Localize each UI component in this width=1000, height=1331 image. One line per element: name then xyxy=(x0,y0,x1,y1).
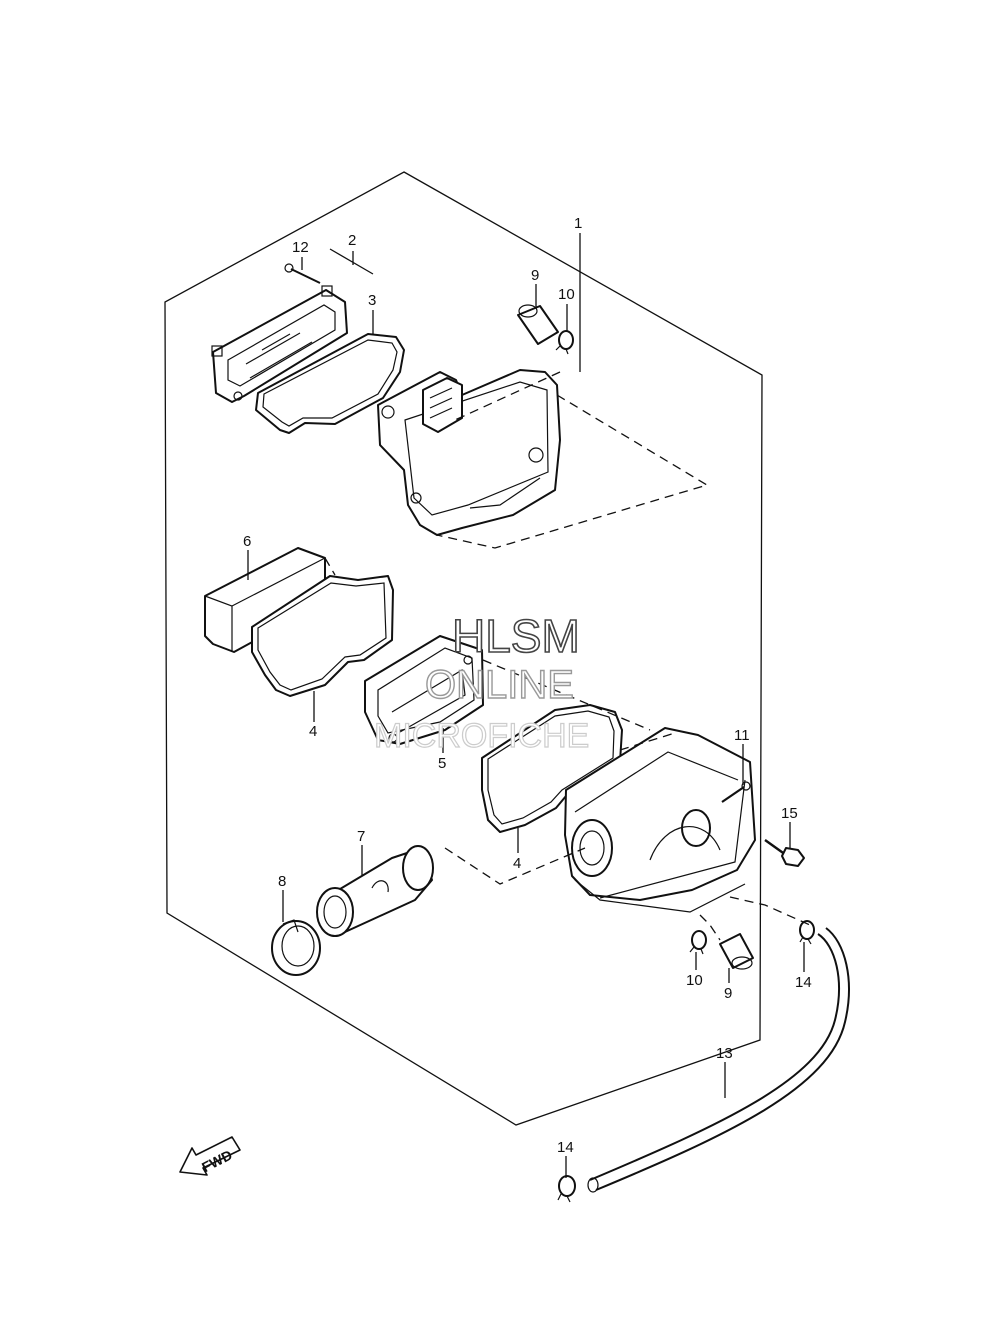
callout-10-lower: 10 xyxy=(686,972,703,989)
watermark: HLSM ONLINE MICROFICHE xyxy=(373,609,590,755)
callout-14-upper: 14 xyxy=(795,974,812,991)
clip-14a-part xyxy=(799,920,815,945)
leader-2 xyxy=(329,248,374,275)
filter-6-part xyxy=(204,547,326,653)
callout-10-upper: 10 xyxy=(558,286,575,303)
clamp-8-part xyxy=(271,919,321,976)
gasket-3-part xyxy=(255,333,405,434)
callout-13: 13 xyxy=(716,1045,733,1062)
callout-12: 12 xyxy=(292,239,309,256)
callout-14-lower: 14 xyxy=(557,1139,574,1156)
screw-12-part xyxy=(284,263,321,284)
element-5-part xyxy=(364,635,484,745)
pin-9b-part xyxy=(719,933,754,970)
upper-housing-part xyxy=(377,369,561,536)
duct-7-part xyxy=(316,845,434,937)
bolt-15-part xyxy=(764,839,805,867)
callout-4-upper: 4 xyxy=(309,723,317,740)
callout-4-lower: 4 xyxy=(513,855,521,872)
callout-6: 6 xyxy=(243,533,251,550)
clip-14b-part xyxy=(557,1175,576,1203)
clip-10b-part xyxy=(689,930,707,955)
callout-9-lower: 9 xyxy=(724,985,732,1002)
cover-part xyxy=(211,285,348,403)
callout-8: 8 xyxy=(278,873,286,890)
callout-11: 11 xyxy=(734,727,750,744)
assembly-boundary xyxy=(164,171,763,1126)
callout-7: 7 xyxy=(357,828,365,845)
callout-2: 2 xyxy=(348,232,356,249)
watermark-line-1: HLSM xyxy=(452,610,580,662)
pin-9a-part xyxy=(517,304,559,345)
clip-10a-part xyxy=(555,330,574,355)
callout-1: 1 xyxy=(574,215,582,232)
gasket-4a-part xyxy=(251,575,394,697)
screw-11-part xyxy=(721,781,751,803)
callout-15: 15 xyxy=(781,805,798,822)
callout-9-upper: 9 xyxy=(531,267,539,284)
hose-13-part xyxy=(587,927,850,1193)
fwd-arrow-icon: FWD xyxy=(179,1136,241,1176)
callout-3: 3 xyxy=(368,292,376,309)
watermark-line-3: MICROFICHE xyxy=(374,717,589,755)
callout-5: 5 xyxy=(438,755,446,772)
lower-housing-part xyxy=(564,727,756,913)
watermark-line-2: ONLINE xyxy=(425,663,574,707)
